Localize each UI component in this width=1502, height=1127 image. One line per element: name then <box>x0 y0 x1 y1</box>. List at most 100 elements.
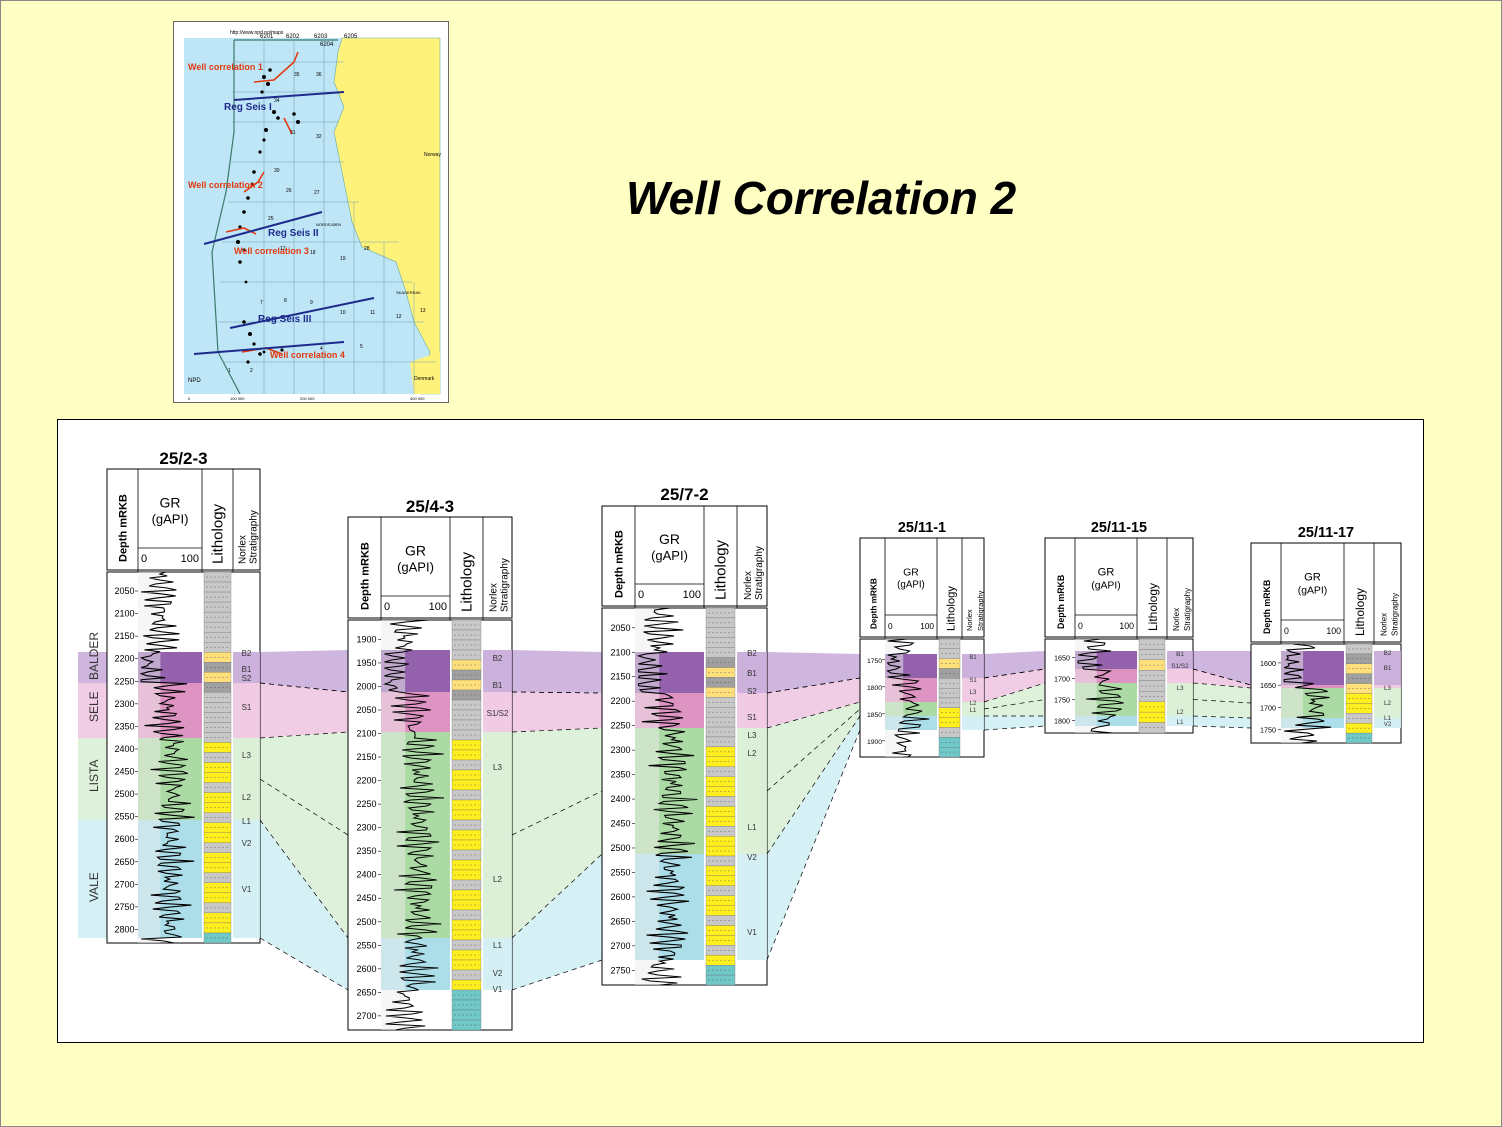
depth-label: 2700 <box>114 879 134 889</box>
depth-label: 2300 <box>114 699 134 709</box>
depth-label: 2050 <box>114 586 134 596</box>
depth-label: 2350 <box>610 770 630 780</box>
well-name: 25/11-17 <box>1298 525 1354 541</box>
norlex-header: Stratigraphy <box>249 510 260 564</box>
depth-header: Depth mRKB <box>118 494 130 562</box>
strat-zone-lista <box>1167 683 1193 716</box>
depth-label: 2750 <box>114 902 134 912</box>
depth-label: 1800 <box>1054 716 1070 725</box>
quadrant: 18 <box>310 250 316 256</box>
depth-label: 2250 <box>114 676 134 686</box>
strat-zone-lista <box>962 702 984 716</box>
strat-label: V2 <box>242 839 252 848</box>
depth-label: 2650 <box>610 916 630 926</box>
gr-max: 100 <box>1119 621 1134 631</box>
sea-label: NORDSJØEN <box>316 222 341 227</box>
correlation-line <box>511 959 603 991</box>
quadrant: 8 <box>284 298 287 304</box>
well-header <box>601 505 768 607</box>
strat-label: L2 <box>493 875 502 884</box>
lith-bed <box>1345 732 1373 744</box>
depth-label: 2700 <box>610 941 630 951</box>
strat-label: V2 <box>493 969 503 978</box>
block-label: 6205 <box>344 34 358 40</box>
strat-zone-sele <box>233 683 260 738</box>
gr-shading <box>381 620 406 1030</box>
gr-zone-sele <box>1281 685 1344 688</box>
well-name: 25/11-15 <box>1091 520 1147 536</box>
strat-zone-balder <box>1167 651 1193 669</box>
sea-label: SKAGERRAK <box>396 290 421 295</box>
gr-curve <box>886 638 930 758</box>
gr-zone-vale <box>1075 716 1137 726</box>
gr-max: 100 <box>181 553 199 565</box>
lithology-column <box>938 638 961 758</box>
norlex-header: Stratigraphy <box>1183 588 1192 631</box>
wc3-label: Well correlation 3 <box>234 246 309 256</box>
depth-label: 1700 <box>1054 674 1070 683</box>
norlex-header: Stratigraphy <box>1391 593 1400 636</box>
gr-min: 0 <box>888 622 893 631</box>
quadrant: 34 <box>274 98 280 104</box>
gr-curve <box>636 607 698 986</box>
depth-label: 2350 <box>356 846 376 856</box>
gr-header: GR <box>1304 572 1321 584</box>
norlex-header: Stratigraphy <box>754 546 765 600</box>
well-header <box>347 516 513 619</box>
scale-label: 200 000 <box>300 396 315 401</box>
gr-shading <box>885 639 904 757</box>
depth-header: Depth mRKB <box>614 530 626 598</box>
depth-label: 2300 <box>610 745 630 755</box>
quadrant: 9 <box>310 300 313 306</box>
norlex-header: Norlex <box>489 583 500 612</box>
correlation-line <box>1192 715 1252 719</box>
gr-curve <box>1283 643 1332 744</box>
norlex-header: Stratigraphy <box>500 558 511 612</box>
gr-curve <box>1077 638 1124 734</box>
strat-label: L1 <box>970 708 977 714</box>
depth-label: 1750 <box>1260 726 1276 735</box>
strat-label: L1 <box>493 941 502 950</box>
rs3-label: Reg Seis III <box>258 314 312 325</box>
gr-header: GR <box>903 567 919 579</box>
lith-bed <box>1138 722 1166 734</box>
correlation-line <box>1192 725 1252 729</box>
gr-max: 100 <box>683 589 701 601</box>
depth-label: 2450 <box>114 767 134 777</box>
country-label: Denmark <box>414 376 435 382</box>
depth-label: 2150 <box>356 752 376 762</box>
depth-label: 2500 <box>356 917 376 927</box>
strat-label: L3 <box>493 763 502 772</box>
gr-shading <box>1281 644 1304 743</box>
gr-unit: (gAPI) <box>397 559 434 574</box>
strat-label: S1 <box>747 713 757 722</box>
quadrant: 27 <box>314 190 320 196</box>
gr-header: GR <box>659 531 680 547</box>
strat-label: L3 <box>748 731 757 740</box>
depth-label: 2450 <box>356 893 376 903</box>
strat-zone-vale <box>233 820 260 938</box>
depth-label: 2400 <box>356 870 376 880</box>
correlation-line <box>511 853 603 939</box>
correlation-line <box>983 682 1046 703</box>
depth-label: 2150 <box>114 631 134 641</box>
map-grid <box>218 40 436 394</box>
gr-unit: (gAPI) <box>897 580 925 591</box>
correlation-line <box>1192 699 1252 704</box>
correlation-line <box>259 819 349 939</box>
gr-min: 0 <box>1078 621 1083 631</box>
strat-label: L1 <box>1176 719 1184 726</box>
strat-label: L2 <box>1384 700 1392 707</box>
gr-max: 100 <box>429 601 447 613</box>
depth-label: 2400 <box>610 794 630 804</box>
rs2-label: Reg Seis II <box>268 228 319 239</box>
quadrant: 19 <box>340 256 346 262</box>
correlation-line <box>259 731 349 739</box>
norlex-header: Norlex <box>1172 608 1181 631</box>
correlation-line <box>259 937 349 991</box>
depth-label: 2150 <box>610 672 630 682</box>
